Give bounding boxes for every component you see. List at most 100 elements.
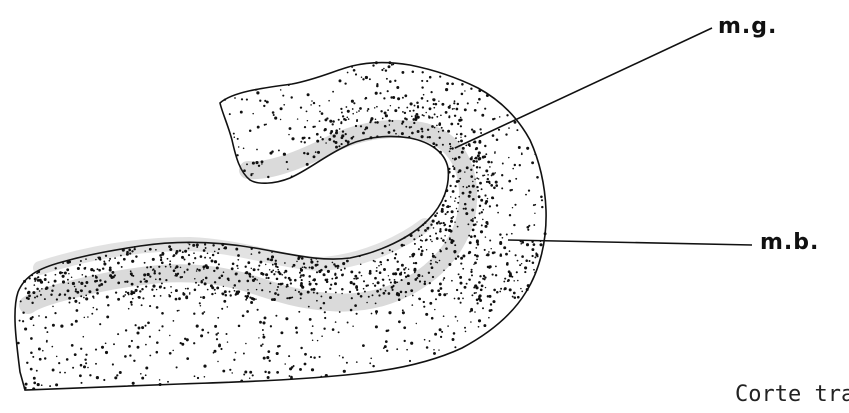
stipple-dot: [474, 179, 475, 180]
stipple-dot: [160, 295, 162, 297]
stipple-dot: [179, 250, 181, 252]
stipple-dot: [105, 255, 107, 257]
stipple-dot: [441, 331, 443, 333]
stipple-dot: [165, 279, 167, 281]
stipple-dot: [445, 88, 448, 91]
stipple-dot: [174, 275, 175, 276]
stipple-dot: [80, 295, 82, 297]
stipple-dot: [306, 163, 309, 166]
stipple-dot: [321, 335, 323, 337]
stipple-dot: [158, 266, 160, 268]
stipple-dot: [316, 292, 318, 294]
stipple-dot: [506, 234, 508, 236]
stipple-dot: [136, 331, 139, 334]
stipple-dot: [295, 327, 298, 330]
stipple-dot: [48, 281, 50, 283]
stipple-dot: [203, 365, 206, 368]
stipple-dot: [236, 272, 238, 274]
stipple-dot: [454, 185, 456, 187]
stipple-dot: [473, 142, 475, 144]
stipple-dot: [265, 124, 267, 126]
stipple-dot: [109, 260, 111, 262]
stipple-dot: [441, 210, 444, 213]
stipple-dot: [117, 298, 120, 301]
stipple-dot: [481, 224, 483, 226]
stipple-dot: [461, 83, 464, 86]
stipple-dot: [133, 360, 135, 362]
stipple-dot: [143, 273, 146, 276]
stipple-dot: [443, 225, 445, 227]
stipple-dot: [342, 357, 344, 359]
stipple-dot: [283, 104, 285, 106]
stipple-dot: [402, 309, 404, 311]
stipple-dot: [267, 258, 270, 261]
stipple-dot: [458, 273, 460, 275]
stipple-dot: [482, 219, 484, 221]
stipple-dot: [335, 131, 338, 134]
stipple-dot: [182, 293, 184, 295]
stipple-dot: [457, 226, 459, 228]
stipple-dot: [498, 129, 500, 131]
stipple-dot: [484, 108, 486, 110]
stipple-dot: [85, 275, 87, 277]
stipple-dot: [399, 273, 402, 276]
stipple-dot: [515, 178, 517, 180]
stipple-dot: [520, 288, 521, 289]
stipple-dot: [309, 267, 311, 269]
stipple-dot: [376, 83, 378, 85]
stipple-dot: [341, 274, 344, 277]
stipple-dot: [263, 105, 265, 107]
stipple-dot: [55, 383, 58, 386]
stipple-dot: [223, 286, 224, 287]
stipple-dot: [227, 341, 228, 342]
stipple-dot: [338, 145, 340, 147]
stipple-dot: [324, 128, 327, 131]
stipple-dot: [252, 279, 255, 282]
stipple-dot: [221, 308, 223, 310]
stipple-dot: [76, 309, 79, 312]
stipple-dot: [519, 264, 521, 266]
stipple-dot: [447, 325, 449, 327]
stipple-dot: [107, 304, 109, 306]
stipple-dot: [374, 285, 376, 287]
stipple-dot: [404, 272, 406, 274]
stipple-dot: [121, 266, 123, 268]
stipple-dot: [182, 251, 184, 253]
stipple-dot: [44, 357, 46, 359]
stipple-dot: [287, 168, 289, 170]
stipple-dot: [412, 118, 415, 121]
stipple-dot: [427, 129, 429, 131]
stipple-dot: [229, 291, 231, 293]
stipple-dot: [204, 282, 207, 285]
stipple-dot: [487, 178, 489, 180]
stipple-dot: [328, 138, 331, 141]
stipple-dot: [452, 190, 455, 193]
stipple-dot: [531, 255, 533, 257]
stipple-dot: [448, 263, 451, 266]
stipple-dot: [309, 281, 311, 283]
stipple-dot: [152, 269, 153, 270]
stipple-dot: [422, 106, 424, 108]
stipple-dot: [454, 346, 456, 348]
stipple-dot: [389, 249, 391, 251]
stipple-dot: [495, 266, 497, 268]
stipple-dot: [375, 92, 378, 95]
stipple-dot: [432, 142, 435, 145]
stipple-dot: [478, 89, 481, 92]
stipple-dot: [256, 149, 258, 151]
stipple-dot: [329, 120, 332, 123]
stipple-dot: [491, 174, 493, 176]
stipple-dot: [276, 278, 279, 281]
stipple-dot: [461, 93, 464, 96]
stipple-dot: [384, 125, 387, 128]
stipple-dot: [419, 236, 420, 237]
stipple-dot: [124, 355, 127, 358]
stipple-dot: [445, 247, 448, 250]
stipple-dot: [250, 173, 252, 175]
stipple-dot: [85, 297, 88, 300]
stipple-dot: [525, 259, 528, 262]
stipple-dot: [460, 117, 462, 119]
stipple-dot: [431, 317, 434, 320]
stipple-dot: [358, 271, 360, 273]
stipple-dot: [141, 377, 144, 380]
